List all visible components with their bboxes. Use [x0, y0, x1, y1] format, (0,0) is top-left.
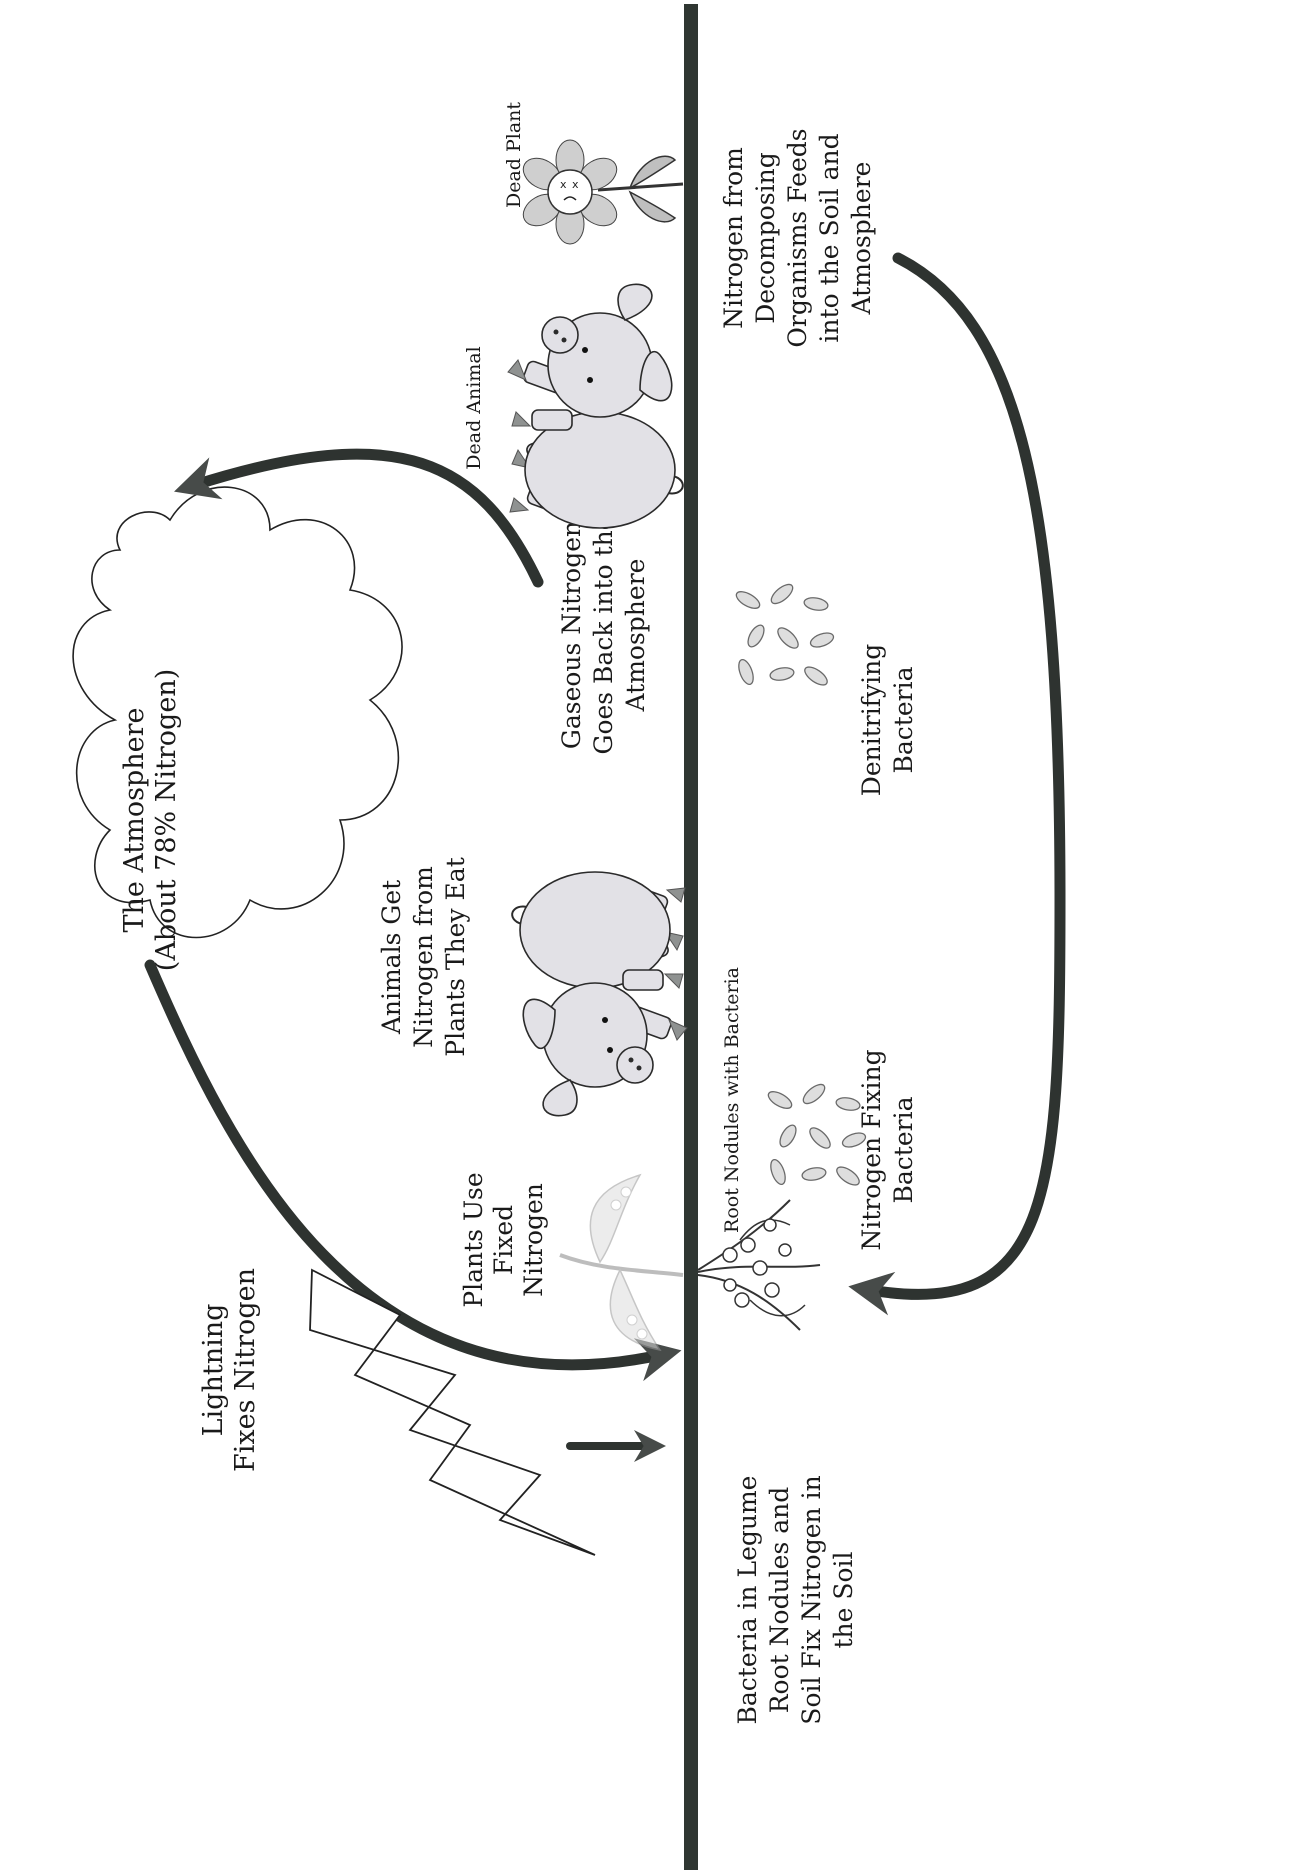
legume-label-line1: Bacteria in Legume: [733, 1476, 762, 1725]
atmosphere-label-line1: The Atmosphere: [119, 707, 150, 932]
lightning-label-line2: Fixes Nitrogen: [230, 1268, 261, 1472]
gaseous-label-line1: Gaseous Nitrogen: [557, 521, 586, 749]
svg-text:x: x: [560, 178, 567, 191]
atmosphere-label-line2: (About 78% Nitrogen): [151, 669, 182, 971]
root-nodules-label: Root Nodules with Bacteria: [721, 967, 743, 1233]
legume-label-line3: Soil Fix Nitrogen in: [797, 1475, 826, 1724]
denitrifying-label-line2: Bacteria: [889, 666, 918, 773]
arrow-atmosphere-to-soil: [144, 959, 682, 1382]
decomposing-label-line2: Decomposing: [751, 152, 780, 324]
animals-label-line1: Animals Get: [377, 880, 406, 1035]
cloud-icon: [72, 486, 403, 939]
bacteria-icon: [765, 1080, 868, 1190]
plants-label-line3: Nitrogen: [519, 1183, 548, 1297]
root-nodules-icon: [697, 1199, 821, 1331]
svg-text:x: x: [572, 178, 579, 191]
arrow-decomposing-to-fixing: [848, 252, 1066, 1316]
decomposing-label-line4: into the Soil and: [815, 133, 844, 342]
dead-pig-icon: [507, 283, 684, 529]
pea-plant-icon: [559, 1173, 684, 1352]
pig-icon: [511, 871, 688, 1117]
dead-plant-label: Dead Plant: [503, 102, 525, 208]
plants-label-line2: Fixed: [489, 1205, 518, 1275]
lightning-bolt-icon: [309, 1268, 596, 1556]
animals-label-line3: Plants They Eat: [441, 857, 470, 1057]
gaseous-label-line3: Atmosphere: [621, 559, 650, 713]
animals-label-line2: Nitrogen from: [409, 866, 438, 1048]
legume-label-line4: the Soil: [829, 1551, 858, 1648]
lightning-label-line1: Lightning: [198, 1304, 229, 1437]
nitrogen-fixing-label-line2: Bacteria: [889, 1096, 918, 1203]
decomposing-label-line3: Organisms Feeds: [783, 128, 812, 347]
decomposing-label-line5: Atmosphere: [847, 162, 876, 316]
decomposing-label-line1: Nitrogen from: [719, 147, 748, 329]
bacteria-icon: [733, 580, 836, 690]
plants-label-line1: Plants Use: [459, 1172, 488, 1307]
dead-flower-icon: x x: [522, 139, 684, 245]
dead-animal-label: Dead Animal: [463, 346, 485, 469]
legume-label-line2: Root Nodules and: [765, 1487, 794, 1714]
arrow-gaseous-to-atmosphere: [174, 448, 544, 588]
gaseous-label-line2: Goes Back into the: [589, 515, 618, 754]
ground-line: [684, 4, 698, 1870]
nitrogen-fixing-label-line1: Nitrogen Fixing: [857, 1049, 886, 1250]
denitrifying-label-line1: Denitrifying: [857, 644, 886, 796]
